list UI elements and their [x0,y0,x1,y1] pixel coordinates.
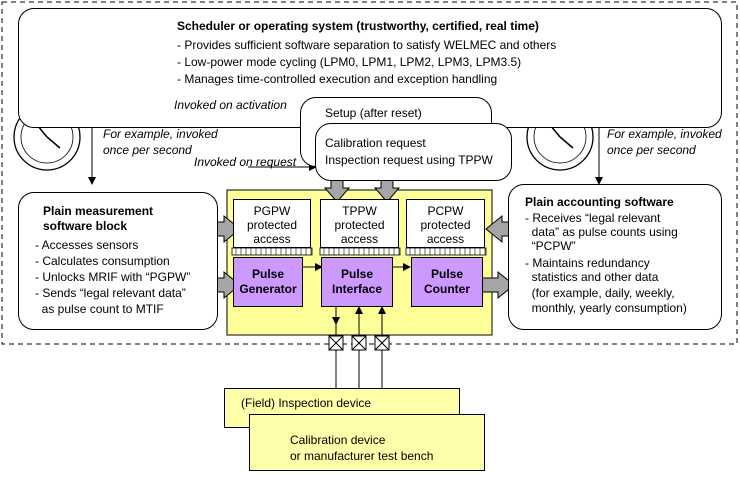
scheduler-line: - Low-power mode cycling (LPM0, LPM1, LP… [177,55,522,69]
pcpw-line: protected [420,218,471,232]
pgpw-line: access [253,232,291,246]
tppw-line: protected [334,218,385,232]
scheduler-line: - Provides sufficient software separatio… [177,38,557,52]
measurement-block: Plain measurement software block - Acces… [18,192,218,330]
tppw-protected-access: TPPW protected access [320,199,399,248]
pcpw-line: access [426,232,465,246]
pin-icon [231,247,487,256]
pulse-interface-line: Interface [331,282,383,296]
pgpw-line: protected [246,218,298,232]
scheduler-box: Scheduler or operating system (trustwort… [18,8,722,128]
system-boundary [1,1,738,345]
measurement-line: as pulse count to MTIF [35,302,164,316]
pulse-generator-line: Pulse [251,267,284,281]
clock-note-left: once per second [103,143,192,157]
clock-note-right: For example, invoked [607,127,722,141]
switch-icon [374,335,390,351]
clock-note-left: For example, invoked [103,127,218,141]
calibration-line: Inspection request using TPPW [325,153,493,167]
pgpw-line: PGPW [253,204,291,218]
tppw-line: access [340,232,379,246]
accounting-line: monthly, yearly consumption) [525,301,687,315]
invoked-on-activation-label: Invoked on activation [174,98,287,112]
accounting-line: statistics and other data [525,270,659,284]
accounting-line: (for example, daily, weekly, [525,286,675,300]
pulse-interface-line: Pulse [340,267,373,281]
pulse-generator-line: Generator [239,282,297,296]
accounting-line: “PCPW” [525,239,576,253]
measurement-line: - Accesses sensors [35,238,139,252]
scheduler-line: - Manages time-controlled execution and … [177,72,498,86]
pulse-counter-line: Pulse [430,267,463,281]
accounting-line: data” as pulse counts using [525,225,678,239]
pcpw-protected-access: PCPW protected access [406,199,485,248]
measurement-line: - Calculates consumption [35,254,170,268]
accounting-line: - Receives “legal relevant [525,211,661,225]
calibration-device-label: or manufacturer test bench [290,449,434,463]
calibration-line: Calibration request [325,136,426,150]
measurement-line: - Sends “legal relevant data” [35,286,186,300]
measurement-line: - Unlocks MRIF with “PGPW” [35,270,191,284]
calibration-device: Calibration device or manufacturer test … [249,414,485,471]
accounting-title: Plain accounting software [525,195,674,209]
measurement-title: Plain measurement [43,204,154,218]
block-arrow-icon [481,270,515,300]
switch-icon [328,335,344,351]
calibration-device-label: Calibration device [290,433,386,447]
scheduler-title: Scheduler or operating system (trustwort… [177,19,539,33]
setup-label: Setup (after reset) [325,106,422,120]
tppw-line: TPPW [342,204,377,218]
pgpw-protected-access: PGPW protected access [233,199,311,248]
accounting-block: Plain accounting software - Receives “le… [508,184,722,330]
invoked-on-request-label: Invoked on request [194,155,297,169]
inspection-device-label: (Field) Inspection device [241,396,372,410]
pcpw-line: PCPW [427,204,464,218]
pulse-counter-line: Counter [424,282,470,296]
clock-note-right: once per second [607,143,696,157]
accounting-line: - Maintains redundancy [525,256,650,270]
measurement-title: software block [43,219,128,233]
switch-icon [351,335,367,351]
calibration-request-box: Calibration request Inspection request u… [315,123,512,181]
